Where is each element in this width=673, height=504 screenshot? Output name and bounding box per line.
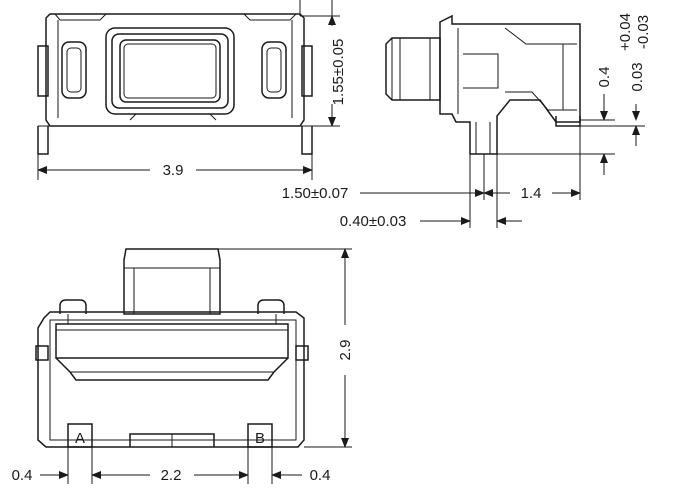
terminal-b-label: B bbox=[255, 430, 265, 447]
side-pin-dim: 1.4 bbox=[521, 185, 542, 202]
front-left-margin-dim: 0.4 bbox=[12, 467, 33, 484]
front-right-margin-dim: 0.4 bbox=[310, 467, 331, 484]
side-tol-base: 0.03 bbox=[629, 62, 646, 91]
top-view: 3.9 1.55±0.05 bbox=[37, 0, 347, 180]
top-height-dim: 1.55±0.05 bbox=[330, 39, 347, 106]
terminal-a-label: A bbox=[75, 430, 85, 447]
side-body-dim: 1.50±0.07 bbox=[282, 185, 349, 202]
side-tol-minus: -0.03 bbox=[635, 15, 652, 49]
front-height-dim: 2.9 bbox=[337, 340, 354, 361]
side-lead-dim: 0.40±0.03 bbox=[340, 213, 407, 230]
front-view: A B 2.9 0.4 2.2 0.4 bbox=[12, 248, 354, 484]
front-pitch-dim: 2.2 bbox=[161, 467, 182, 484]
side-view: 0.4 0.03 +0.04 -0.03 1.50±0.07 1.4 0.40±… bbox=[282, 13, 652, 230]
side-tol-plus: +0.04 bbox=[617, 13, 634, 51]
top-width-dim: 3.9 bbox=[163, 162, 184, 179]
side-standoff-dim: 0.4 bbox=[596, 67, 613, 88]
